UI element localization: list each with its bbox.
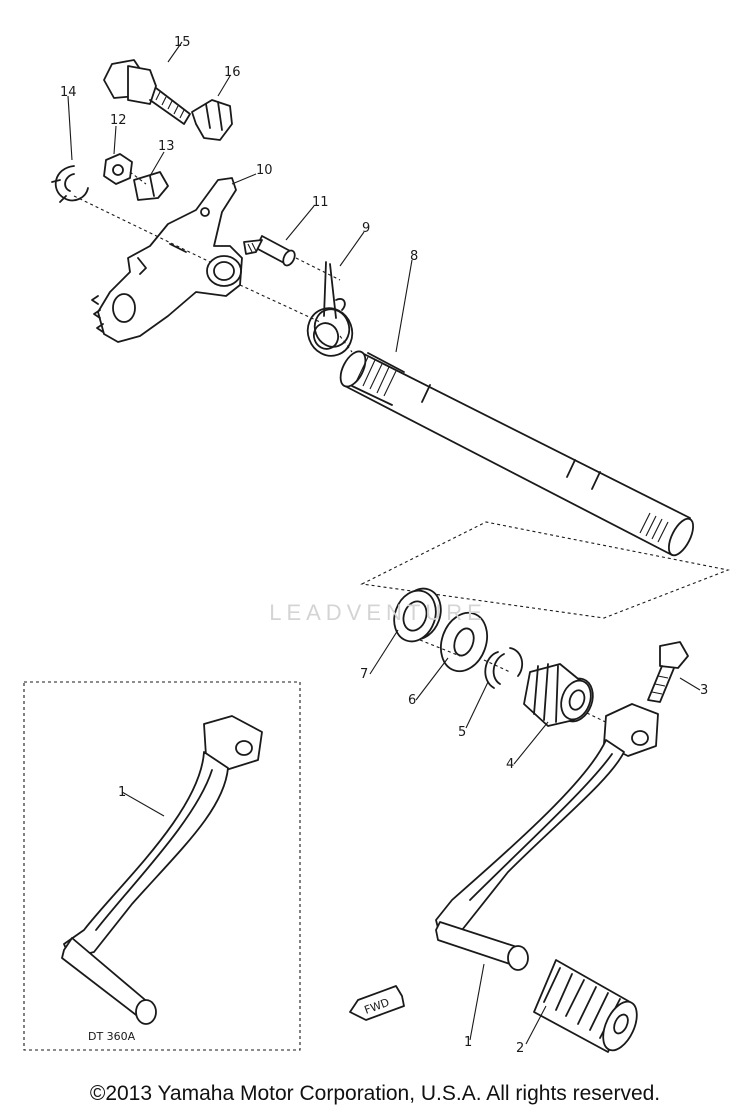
label-7: 7 [360,667,368,682]
label-2: 2 [516,1041,524,1056]
seal-callout-box [360,521,730,619]
return-spring [306,261,354,357]
assembly-lines [73,171,619,729]
label-12: 12 [110,113,127,128]
leader-lines [67,41,701,1045]
circlip-14 [51,165,89,203]
label-1-main: 1 [464,1035,472,1050]
label-6: 6 [408,693,416,708]
shift-arm [91,177,243,343]
variant-inset [23,681,301,1051]
part-labels: 15 16 14 12 13 10 11 9 8 7 6 5 4 3 1 1 2… [60,35,708,1056]
adjust-bolt [103,59,191,125]
circlip-5 [484,647,524,689]
label-5: 5 [458,725,466,740]
forward-arrow-icon: FWD [349,985,405,1021]
label-1-inset: 1 [118,785,126,800]
label-13: 13 [158,139,175,154]
inset-model-label: DT 360A [88,1030,136,1043]
label-15: 15 [174,35,191,50]
pedal-rubber [533,959,638,1053]
label-9: 9 [362,221,370,236]
oil-seal [393,587,442,643]
label-11: 11 [312,195,329,210]
copyright-notice: ©2013 Yamaha Motor Corporation, U.S.A. A… [89,1082,661,1105]
label-3: 3 [700,683,708,698]
lock-nut [103,153,133,185]
label-16: 16 [224,65,241,80]
watermark: LEADVENTURE [269,600,487,625]
clamp-bolt [647,641,689,703]
rubber-boot [523,663,594,727]
washer [440,611,488,673]
guide-pin [243,235,296,267]
label-10: 10 [256,163,273,178]
shift-shaft [339,350,695,557]
shift-pedal [435,703,659,971]
stopper-plate [133,171,169,201]
stopper-clip [191,99,233,141]
label-4: 4 [506,757,514,772]
label-8: 8 [410,249,418,264]
label-14: 14 [60,85,77,100]
